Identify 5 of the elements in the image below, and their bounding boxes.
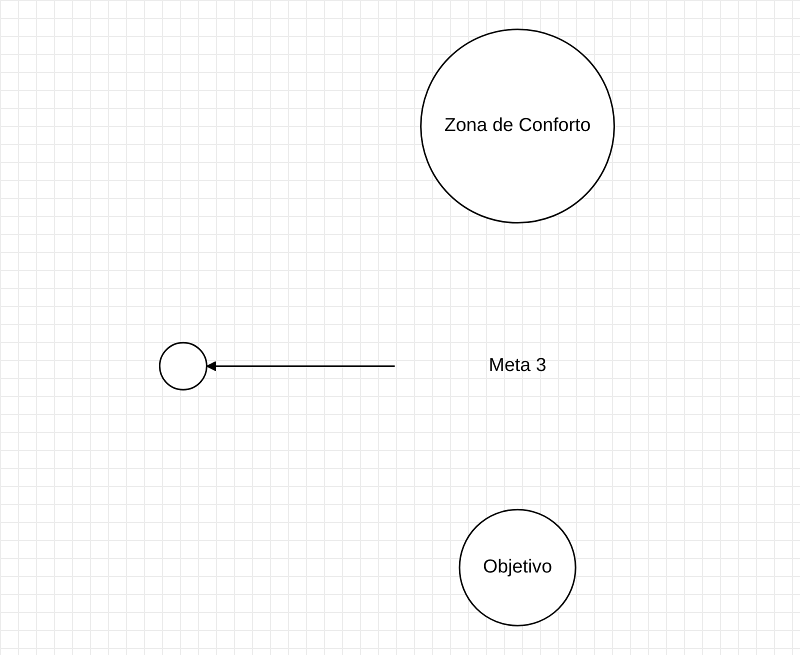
node-text: Meta 3 <box>488 356 546 376</box>
node-circle: Zona de Conforto <box>420 28 615 224</box>
arrow <box>206 361 395 372</box>
node-circle <box>158 342 208 390</box>
node-circle: Objetivo <box>458 508 576 626</box>
